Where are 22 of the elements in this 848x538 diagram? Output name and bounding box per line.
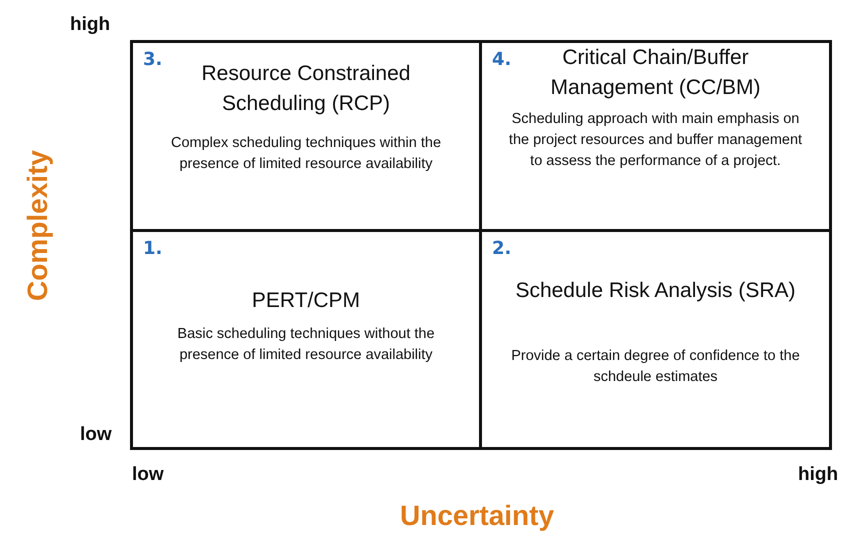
- quadrant-title: PERT/CPM: [250, 288, 362, 314]
- quadrant-number: 1.: [143, 238, 162, 259]
- quadrant-number: 4.: [492, 49, 512, 70]
- axis-title: Complexity: [22, 150, 54, 301]
- axis-tick-label: low: [132, 464, 164, 486]
- quadrant-title: Resource Constrained Scheduling (RCP): [200, 61, 412, 117]
- quadrant-box: [479, 229, 832, 450]
- quadrant-description: Complex scheduling techniques within the presence of limited resource availability: [170, 134, 442, 174]
- quadrant-description: Provide a certain degree of confidence to the schdeule estimates: [510, 347, 801, 387]
- quadrant-box: [479, 40, 832, 232]
- quadrant-number: 2.: [492, 238, 512, 259]
- quadrant-title: Schedule Risk Analysis (SRA): [514, 278, 797, 304]
- quadrant-number: 3.: [143, 49, 162, 70]
- axis-tick-label: high: [70, 14, 110, 36]
- quadrant-description: Scheduling approach with main emphasis on the project resources and buffer management to assess the performance of a project.: [508, 110, 804, 171]
- quadrant-description: Basic scheduling techniques without the presence of limited resource availability: [176, 325, 436, 365]
- quadrant-box: [130, 229, 482, 450]
- quadrant-box: [130, 40, 482, 232]
- quadrant-title: Critical Chain/Buffer Management (CC/BM): [549, 45, 762, 101]
- axis-tick-label: high: [798, 464, 838, 486]
- axis-title: Uncertainty: [400, 500, 554, 532]
- axis-tick-label: low: [80, 424, 112, 446]
